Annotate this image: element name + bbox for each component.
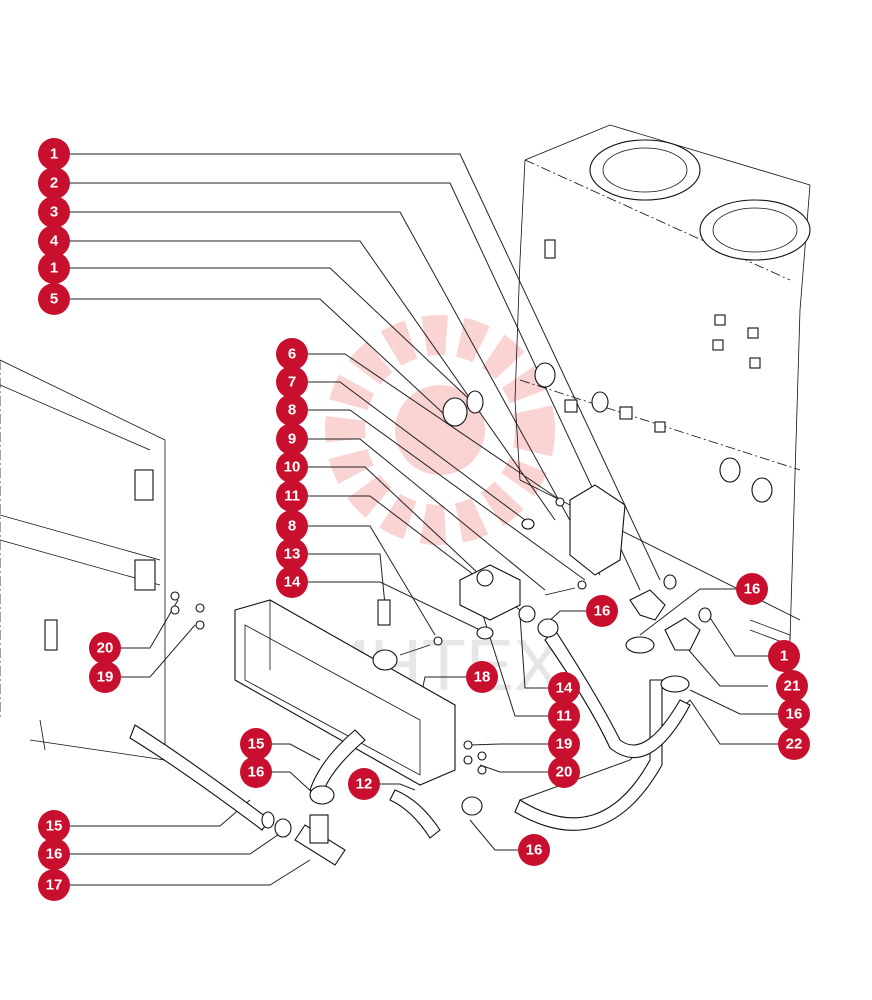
svg-text:4: 4 <box>50 233 59 250</box>
callout-3[interactable]: 3 <box>38 196 70 228</box>
svg-text:1: 1 <box>780 648 788 665</box>
svg-text:10: 10 <box>284 459 301 476</box>
svg-text:6: 6 <box>288 346 296 363</box>
callout-16-d[interactable]: 16 <box>240 756 272 788</box>
valve-block <box>459 564 521 621</box>
svg-text:5: 5 <box>50 291 58 308</box>
callout-18[interactable]: 18 <box>466 661 498 693</box>
svg-text:16: 16 <box>248 764 265 781</box>
elbow-fittings <box>629 589 701 651</box>
hoses <box>129 629 691 839</box>
callout-2[interactable]: 2 <box>38 167 70 199</box>
callout-16-e[interactable]: 16 <box>38 838 70 870</box>
svg-text:21: 21 <box>784 678 801 695</box>
svg-text:9: 9 <box>288 431 296 448</box>
callout-1-b[interactable]: 1 <box>38 252 70 284</box>
callout-21[interactable]: 21 <box>776 670 808 702</box>
callout-9[interactable]: 9 <box>276 423 308 455</box>
svg-text:19: 19 <box>97 669 114 686</box>
callout-14-a[interactable]: 14 <box>276 566 308 598</box>
callout-20-b[interactable]: 20 <box>548 756 580 788</box>
svg-text:2: 2 <box>50 175 58 192</box>
svg-text:15: 15 <box>46 818 63 835</box>
callout-15-b[interactable]: 15 <box>38 810 70 842</box>
callout-19-b[interactable]: 19 <box>548 728 580 760</box>
engine-housing <box>514 124 811 646</box>
mounting-plate <box>569 484 626 576</box>
small-parts <box>170 390 712 838</box>
svg-text:7: 7 <box>288 374 296 391</box>
callout-1-c[interactable]: 1 <box>768 640 800 672</box>
callout-16-b[interactable]: 16 <box>586 595 618 627</box>
callout-8-a[interactable]: 8 <box>276 394 308 426</box>
callout-16-a[interactable]: 16 <box>736 573 768 605</box>
svg-text:18: 18 <box>474 669 491 686</box>
svg-text:15: 15 <box>248 736 265 753</box>
callout-22[interactable]: 22 <box>778 728 810 760</box>
vehicle-frame <box>0 359 166 761</box>
callout-10[interactable]: 10 <box>276 451 308 483</box>
svg-text:16: 16 <box>786 706 803 723</box>
svg-text:12: 12 <box>356 776 373 793</box>
watermark-logo-icon <box>325 315 555 545</box>
callout-13[interactable]: 13 <box>276 538 308 570</box>
callout-19-a[interactable]: 19 <box>89 661 121 693</box>
svg-text:22: 22 <box>786 736 803 753</box>
svg-text:3: 3 <box>50 204 58 221</box>
svg-text:16: 16 <box>526 842 543 859</box>
callout-14-b[interactable]: 14 <box>548 672 580 704</box>
callout-11-a[interactable]: 11 <box>276 480 308 512</box>
callout-6[interactable]: 6 <box>276 338 308 370</box>
callout-20-a[interactable]: 20 <box>89 632 121 664</box>
svg-text:14: 14 <box>284 574 301 591</box>
callout-15-a[interactable]: 15 <box>240 728 272 760</box>
svg-text:16: 16 <box>744 581 761 598</box>
svg-text:1: 1 <box>50 260 58 277</box>
pipe-fitting <box>294 814 346 866</box>
callout-11-b[interactable]: 11 <box>548 700 580 732</box>
callout-16-c[interactable]: 16 <box>778 698 810 730</box>
callout-8-b[interactable]: 8 <box>276 510 308 542</box>
svg-text:1: 1 <box>50 146 58 163</box>
svg-text:13: 13 <box>284 546 301 563</box>
callout-4[interactable]: 4 <box>38 225 70 257</box>
svg-text:19: 19 <box>556 736 573 753</box>
callout-5[interactable]: 5 <box>38 283 70 315</box>
svg-text:20: 20 <box>97 640 114 657</box>
svg-text:14: 14 <box>556 680 573 697</box>
callout-17[interactable]: 17 <box>38 869 70 901</box>
callout-16-f[interactable]: 16 <box>518 834 550 866</box>
oil-cooler <box>234 599 456 786</box>
svg-text:11: 11 <box>284 488 300 505</box>
callout-7[interactable]: 7 <box>276 366 308 398</box>
svg-text:8: 8 <box>288 518 296 535</box>
svg-text:16: 16 <box>46 846 63 863</box>
svg-text:20: 20 <box>556 764 573 781</box>
svg-text:8: 8 <box>288 402 296 419</box>
svg-text:16: 16 <box>594 603 611 620</box>
callout-1-a[interactable]: 1 <box>38 138 70 170</box>
callout-12[interactable]: 12 <box>348 768 380 800</box>
callouts: 1 2 3 4 1 5 6 7 8 9 10 11 8 13 14 20 19 … <box>38 138 810 901</box>
svg-text:11: 11 <box>556 708 572 725</box>
svg-text:17: 17 <box>46 877 63 894</box>
